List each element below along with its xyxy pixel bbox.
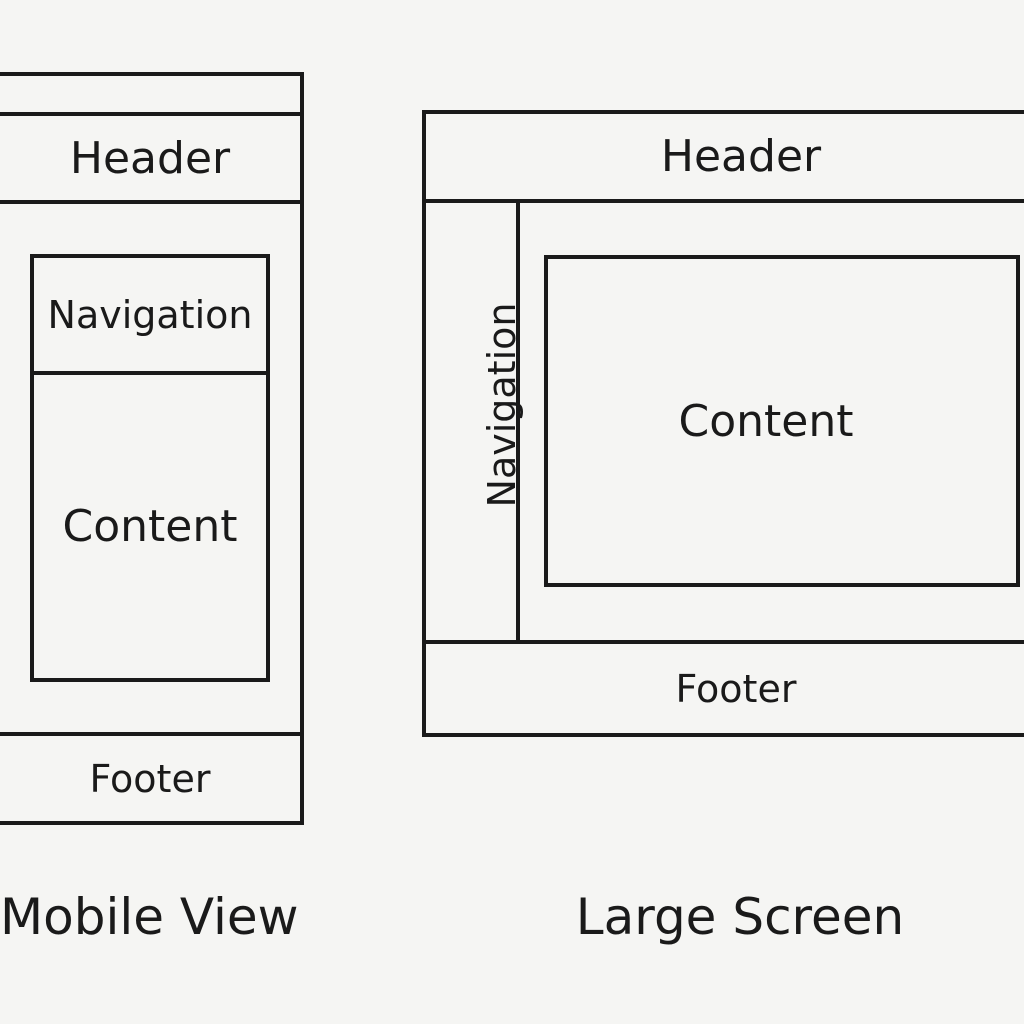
mobile-caption: Mobile View bbox=[0, 888, 299, 946]
mobile-footer-label: Footer bbox=[89, 756, 211, 801]
large-header-label: Header bbox=[660, 131, 822, 182]
mobile-footer-divider bbox=[0, 732, 302, 736]
mobile-header-divider bbox=[0, 200, 302, 204]
large-footer-divider bbox=[424, 640, 1024, 644]
large-content-label: Content bbox=[678, 395, 854, 447]
mobile-top-bar-divider bbox=[0, 112, 302, 116]
mobile-header-label: Header bbox=[69, 132, 231, 184]
large-nav-divider bbox=[516, 203, 520, 640]
large-header-divider bbox=[424, 199, 1024, 203]
mobile-navigation-label: Navigation bbox=[47, 292, 253, 337]
large-content-box bbox=[544, 255, 1020, 587]
large-frame bbox=[422, 110, 1024, 737]
mobile-nav-divider bbox=[32, 371, 268, 375]
large-navigation-label: Navigation bbox=[480, 302, 524, 508]
large-footer-label: Footer bbox=[675, 666, 797, 711]
large-caption: Large Screen bbox=[575, 888, 905, 946]
mobile-frame bbox=[0, 72, 304, 825]
mobile-content-label: Content bbox=[62, 501, 238, 552]
mobile-inner-box bbox=[30, 254, 270, 682]
